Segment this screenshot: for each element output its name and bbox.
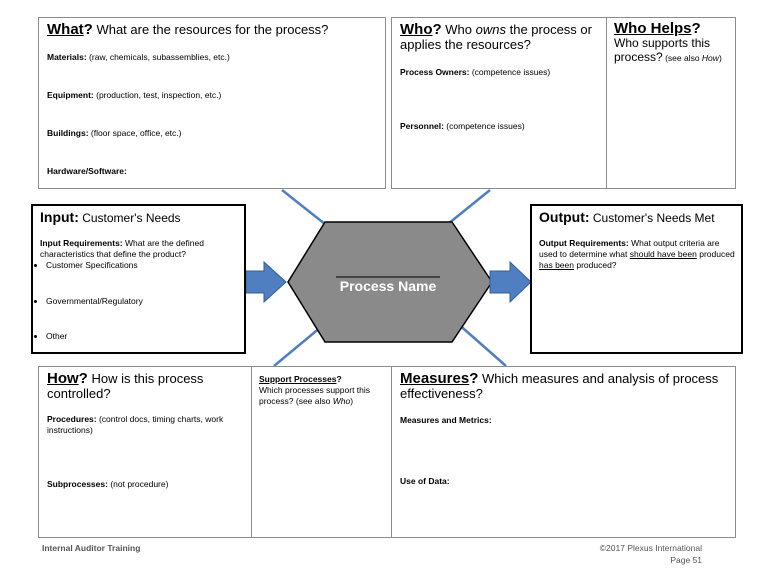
input-requirements: Input Requirements: What are the defined… xyxy=(40,238,204,259)
what-box: What? What are the resources for the pro… xyxy=(38,17,386,189)
what-item-equipment: Equipment: (production, test, inspection… xyxy=(47,90,222,100)
measures-item-metrics: Measures and Metrics: xyxy=(400,415,492,425)
who-box: Who? Who owns the process or applies the… xyxy=(391,17,607,189)
connector-line-top-left xyxy=(281,189,331,229)
who-helps-title: Who Helps xyxy=(614,20,692,37)
input-box: Input: Customer's Needs Input Requiremen… xyxy=(31,204,246,354)
connector-line-bottom-right xyxy=(455,321,507,367)
who-item-process-owners: Process Owners: (competence issues) xyxy=(400,67,551,77)
who-title: Who xyxy=(400,21,433,38)
how-item-procedures: Procedures: (control docs, timing charts… xyxy=(47,414,224,435)
process-name: Process Name xyxy=(339,278,437,294)
footer-page-number: Page 51 xyxy=(670,555,702,565)
who-helps-box: Who Helps? Who supports this process? (s… xyxy=(606,17,736,189)
how-item-subprocesses: Subprocesses: (not procedure) xyxy=(47,479,169,489)
measures-title: Measures xyxy=(400,370,470,387)
measures-item-use-of-data: Use of Data: xyxy=(400,476,450,486)
who-item-personnel: Personnel: (competence issues) xyxy=(400,121,525,131)
footer-copyright: ©2017 Plexus International xyxy=(599,543,702,553)
measures-box: Measures? Which measures and analysis of… xyxy=(391,366,736,538)
what-item-buildings: Buildings: (floor space, office, etc.) xyxy=(47,128,182,138)
what-item-hardware-software: Hardware/Software: xyxy=(47,166,127,176)
support-processes-box: Support Processes? Which processes suppo… xyxy=(251,366,392,538)
output-requirements: Output Requirements: What output criteri… xyxy=(539,238,735,270)
input-bullet: Governmental/Regulatory xyxy=(46,296,246,307)
output-title: Output: xyxy=(539,209,590,225)
footer-left: Internal Auditor Training xyxy=(42,543,141,553)
output-box: Output: Customer's Needs Met Output Requ… xyxy=(530,204,743,354)
input-title: Input: xyxy=(40,209,79,225)
what-question: What are the resources for the process? xyxy=(92,22,329,37)
support-processes-title: Support Processes xyxy=(259,374,337,384)
input-bullet: Customer Specifications xyxy=(46,260,246,271)
how-box: How? How is this process controlled? Pro… xyxy=(38,366,252,538)
process-hexagon xyxy=(287,221,493,343)
what-item-materials: Materials: (raw, chemicals, subassemblie… xyxy=(47,52,230,62)
what-title: What xyxy=(47,21,84,38)
input-arrow xyxy=(245,260,287,304)
output-arrow xyxy=(489,260,532,304)
input-bullet: Other xyxy=(46,331,246,342)
how-title: How xyxy=(47,370,79,387)
